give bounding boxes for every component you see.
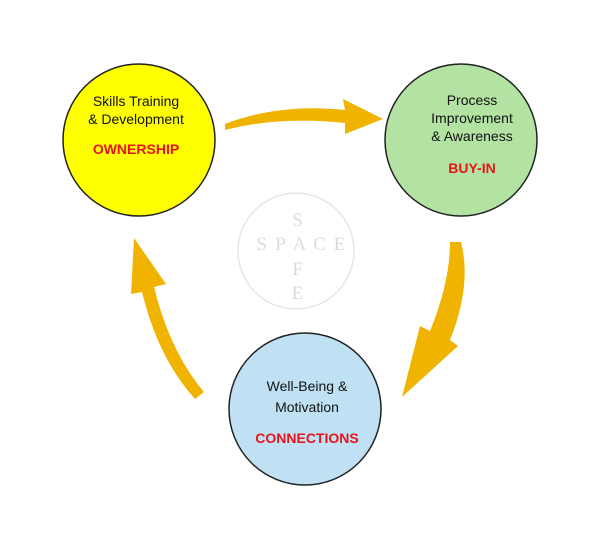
node-skills: Skills Training & Development OWNERSHIP xyxy=(62,63,216,217)
node-wellbeing-circle xyxy=(228,332,382,486)
node-wellbeing-tag: CONNECTIONS xyxy=(255,430,358,446)
watermark-letter-4: C xyxy=(313,234,327,255)
space-safe-watermark: S S P A C E F E xyxy=(237,192,355,310)
node-wellbeing-line1: Well-Being & xyxy=(267,378,348,394)
arrow-skills-to-process xyxy=(225,99,383,134)
arrow-wellbeing-to-skills xyxy=(131,238,204,399)
node-skills-line1: Skills Training xyxy=(93,93,179,109)
watermark-vertical-top: S xyxy=(292,210,304,231)
node-process-tag: BUY-IN xyxy=(448,160,495,176)
node-skills-circle xyxy=(62,63,216,217)
watermark-letter-2: P xyxy=(275,234,287,255)
node-process-circle xyxy=(384,63,538,217)
node-skills-tag: OWNERSHIP xyxy=(93,141,179,157)
node-process-line1: Process xyxy=(447,92,498,108)
node-skills-line2: & Development xyxy=(88,111,184,127)
node-wellbeing: Well-Being & Motivation CONNECTIONS xyxy=(228,332,382,486)
watermark-letter-5: E xyxy=(334,234,347,255)
node-wellbeing-line2: Motivation xyxy=(275,399,339,415)
watermark-letter-1: S xyxy=(256,234,268,255)
node-process-line2: Improvement xyxy=(431,110,513,126)
watermark-letter-3: A xyxy=(293,234,308,255)
node-process: Process Improvement & Awareness BUY-IN xyxy=(384,63,538,217)
arrow-process-to-wellbeing xyxy=(402,242,465,397)
watermark-ring xyxy=(237,192,355,310)
watermark-vertical-bottom-2: E xyxy=(292,283,305,304)
node-process-line3: & Awareness xyxy=(431,128,512,144)
watermark-vertical-bottom-1: F xyxy=(292,259,304,280)
